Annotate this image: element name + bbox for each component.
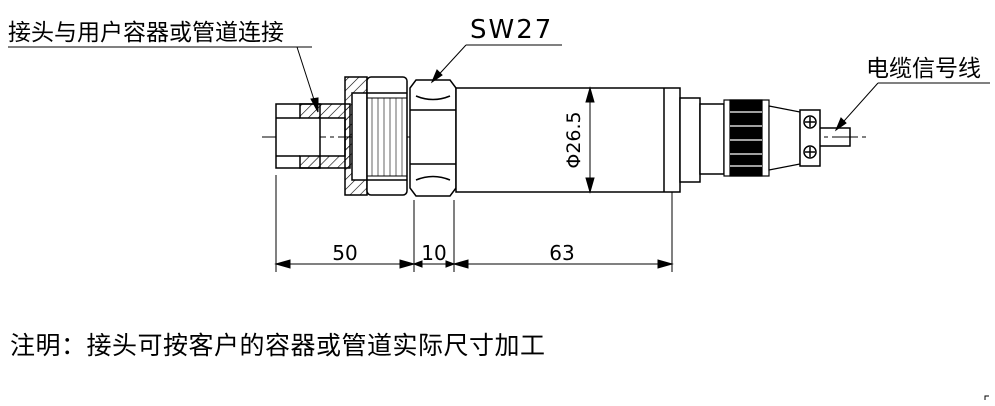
wrench-size-label: SW27 <box>470 15 553 45</box>
wrench-leader <box>430 44 562 84</box>
dim-10-label: 10 <box>421 241 446 265</box>
corner-mark <box>984 395 989 400</box>
connection-label: 接头与用户容器或管道连接 <box>8 20 284 46</box>
connector-fitting <box>275 76 408 196</box>
diameter-label: Φ26.5 <box>563 111 585 168</box>
dim-50-label: 50 <box>332 241 357 265</box>
diameter-dimension <box>585 86 595 194</box>
dimension-chain <box>274 175 674 272</box>
sensor-body <box>455 87 725 193</box>
cable-label: 电缆信号线 <box>866 56 981 82</box>
cable-gland <box>723 99 801 177</box>
cable-leader <box>834 82 990 132</box>
note-text: 注明：接头可按客户的容器或管道实际尺寸加工 <box>10 331 546 360</box>
hex-nut <box>409 79 457 197</box>
cable-clamp <box>799 109 851 167</box>
connection-leader <box>8 46 319 113</box>
dim-63-label: 63 <box>549 241 574 265</box>
